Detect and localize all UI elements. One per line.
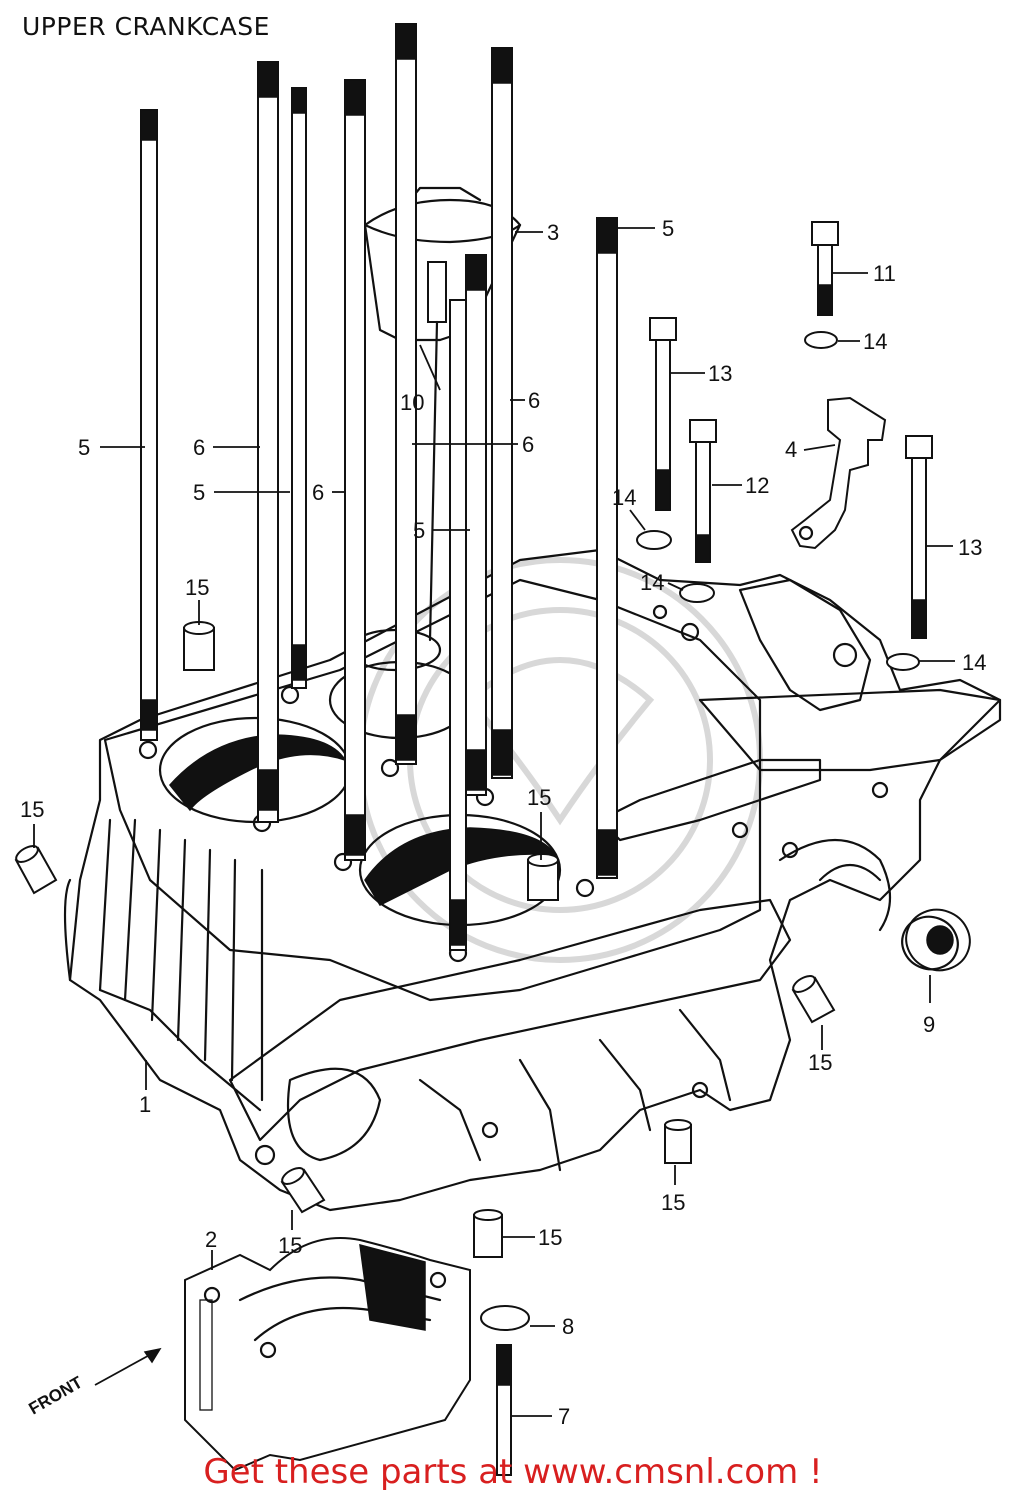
oil-seal (901, 908, 971, 972)
callout-4: 4 (785, 437, 797, 462)
cylinder-studs (140, 23, 618, 951)
callout-15: 15 (661, 1190, 685, 1215)
callout-13: 13 (958, 535, 982, 560)
stud-8 (449, 299, 467, 951)
callout-5: 5 (78, 435, 90, 460)
dowel-pin-c (527, 853, 559, 901)
callout-11: 11 (873, 261, 896, 286)
dowel-pin-f (280, 1167, 326, 1214)
stud-3 (291, 87, 307, 689)
callout-6: 6 (193, 435, 205, 460)
callout-7: 7 (558, 1404, 570, 1429)
stud-7 (465, 254, 487, 796)
washer-14-c (679, 583, 715, 603)
washer-14-d (886, 653, 920, 671)
dowel-pin-g (473, 1209, 503, 1258)
bolt-11 (811, 221, 839, 316)
bolt-13-b (905, 435, 933, 639)
stud-4 (344, 79, 366, 861)
dowel-pin-d (791, 975, 836, 1024)
bolt-13-a (649, 317, 677, 511)
page-title: UPPER CRANKCASE (22, 12, 270, 41)
callout-6: 6 (522, 432, 534, 457)
callout-10: 10 (400, 390, 424, 415)
leader-lines (33, 227, 955, 1417)
callout-6: 6 (312, 480, 324, 505)
stud-2 (257, 61, 279, 823)
front-direction-indicator: FRONT (26, 1347, 162, 1418)
callout-14: 14 (612, 485, 636, 510)
bearing-holder (184, 1237, 471, 1472)
dowel-pin-a (183, 621, 215, 671)
callout-labels: 5 6 5 6 3 5 10 6 6 5 11 14 13 4 12 14 14… (20, 216, 986, 1429)
dowel-pin-b (14, 845, 58, 895)
callout-14: 14 (640, 570, 664, 595)
callout-2: 2 (205, 1227, 217, 1252)
washer-8 (480, 1305, 530, 1331)
callout-5: 5 (413, 518, 425, 543)
stud-9 (596, 217, 618, 879)
footer-banner[interactable]: Get these parts at www.cmsnl.com ! (203, 1452, 823, 1492)
callout-15: 15 (538, 1225, 562, 1250)
callout-13: 13 (708, 361, 732, 386)
callout-8: 8 (562, 1314, 574, 1339)
callout-5: 5 (662, 216, 674, 241)
callout-12: 12 (745, 473, 769, 498)
callout-14: 14 (863, 329, 887, 354)
dowel-pins (14, 621, 836, 1258)
washer-14-b (636, 530, 672, 550)
callout-15: 15 (20, 797, 44, 822)
bolt-7 (496, 1344, 512, 1476)
stud-6 (491, 47, 513, 779)
callout-15: 15 (808, 1050, 832, 1075)
callout-15: 15 (278, 1233, 302, 1258)
washer-14-a (804, 331, 838, 349)
stud-1 (140, 109, 158, 741)
watermark (357, 557, 763, 963)
callout-15: 15 (185, 575, 209, 600)
callout-15: 15 (527, 785, 551, 810)
front-label: FRONT (26, 1372, 87, 1418)
callout-5: 5 (193, 480, 205, 505)
callout-14: 14 (962, 650, 986, 675)
callout-3: 3 (547, 220, 559, 245)
callout-1: 1 (139, 1092, 151, 1117)
callout-9: 9 (923, 1012, 935, 1037)
bolt-12 (689, 419, 717, 563)
dowel-pin-e (664, 1119, 692, 1164)
callout-6: 6 (528, 388, 540, 413)
bracket-4 (790, 396, 887, 550)
stud-5 (395, 23, 417, 765)
